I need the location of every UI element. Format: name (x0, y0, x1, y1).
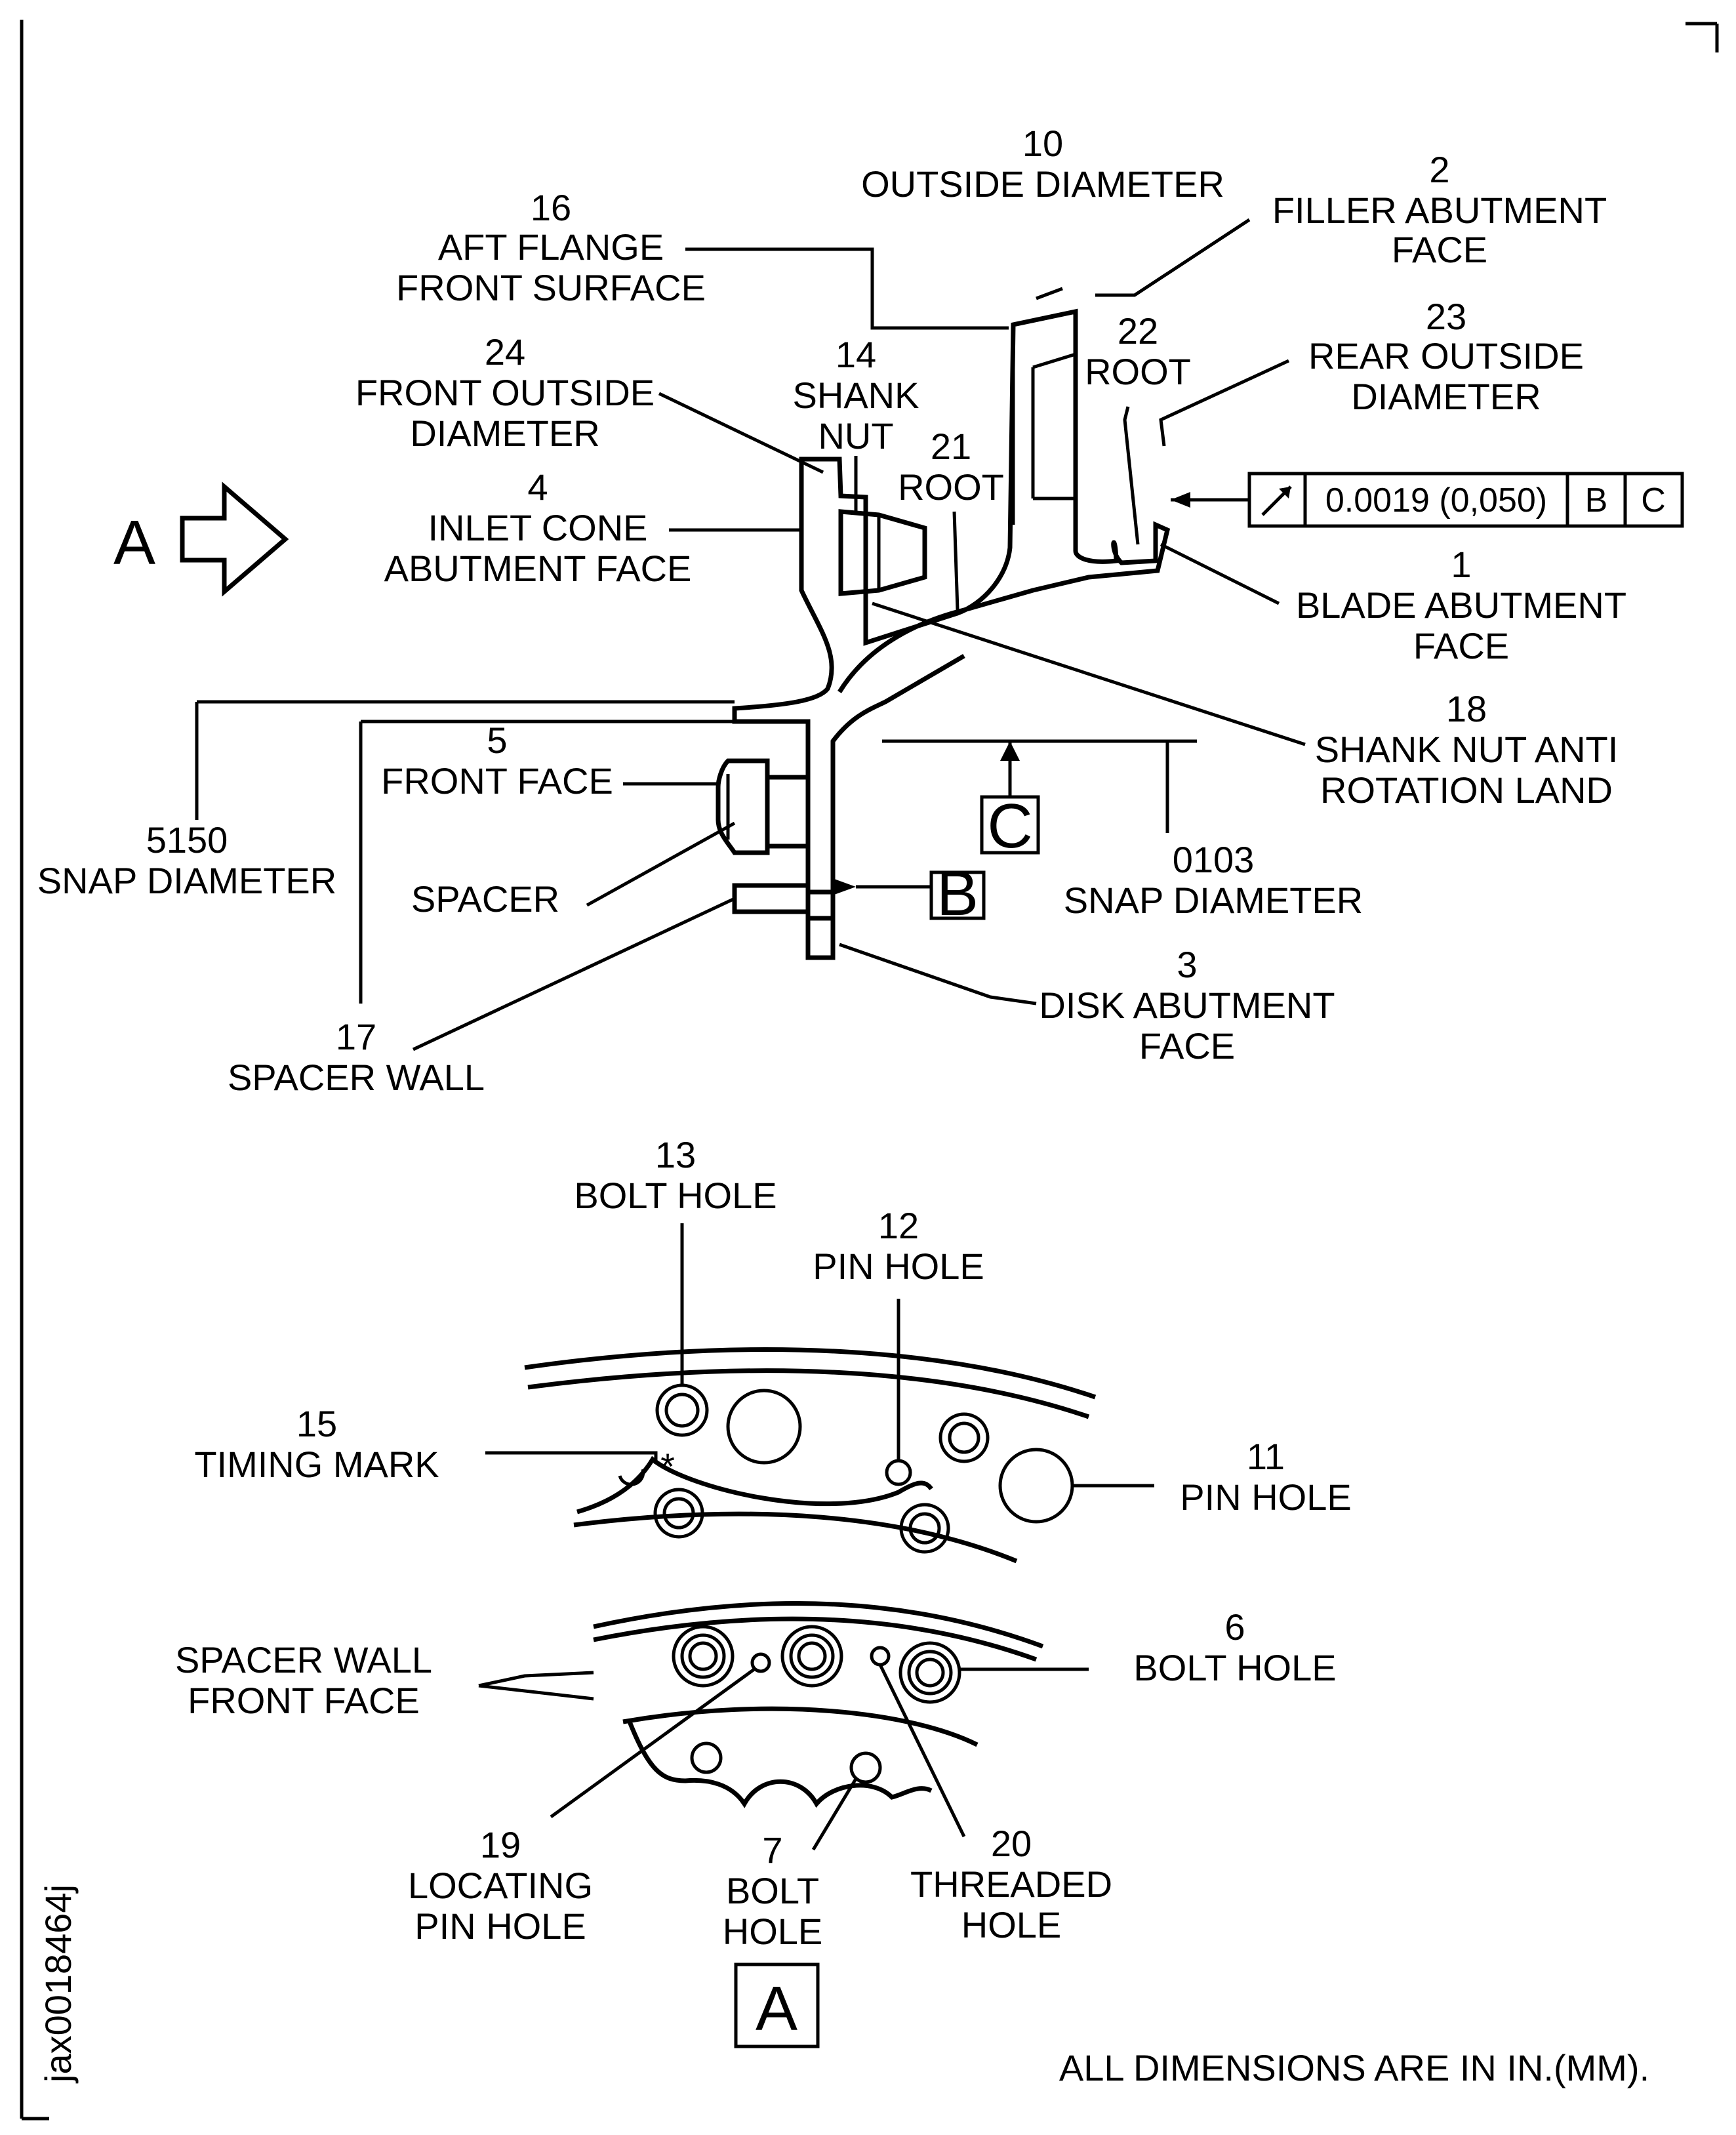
figure-id: jax0018464j (37, 1884, 79, 2084)
callout-19-text1: LOCATING (408, 1865, 593, 1906)
callout-14-text2: NUT (818, 415, 893, 457)
datum-b-letter: B (937, 859, 979, 929)
callout-22-num: 22 (1118, 310, 1158, 352)
tolerance-frame: 0.0019 (0,050) B C (1171, 472, 1684, 528)
callout-12-text: PIN HOLE (813, 1246, 984, 1287)
callout-16-num: 16 (531, 187, 571, 228)
callout-20-text1: THREADED (910, 1863, 1112, 1905)
tolerance-ref-b: B (1585, 481, 1608, 519)
callout-1-text2: FACE (1413, 625, 1509, 666)
callout-1-num: 1 (1451, 544, 1471, 585)
callout-17-num: 17 (336, 1016, 376, 1057)
datum-c: C (980, 741, 1040, 861)
callout-4-num: 4 (527, 466, 548, 508)
view-a: * (175, 1134, 1352, 2048)
disk-profile (732, 308, 1171, 960)
callout-6-num: 6 (1224, 1606, 1245, 1648)
callout-swff-text1: SPACER WALL (175, 1639, 432, 1680)
callout-14-num: 14 (836, 334, 876, 375)
callout-13-num: 13 (655, 1134, 696, 1175)
leaders (412, 218, 1306, 1051)
callout-17-text: SPACER WALL (228, 1057, 485, 1098)
callout-19-num: 19 (480, 1824, 521, 1865)
callout-18-text1: SHANK NUT ANTI (1315, 729, 1619, 770)
callout-24-text2: DIAMETER (410, 413, 599, 454)
view-direction-arrow (180, 481, 289, 597)
spacer-flange (765, 741, 836, 958)
callout-1-text1: BLADE ABUTMENT (1296, 584, 1626, 626)
callout-24-text1: FRONT OUTSIDE (355, 372, 655, 413)
callout-20-num: 20 (991, 1823, 1032, 1864)
callout-7-num: 7 (762, 1829, 782, 1871)
callout-5150-num: 5150 (146, 819, 228, 861)
callout-6-text: BOLT HOLE (1133, 1647, 1336, 1688)
view-a-letter: A (756, 1974, 797, 2044)
callout-5-text: FRONT FACE (381, 760, 613, 802)
callout-12-num: 12 (878, 1205, 919, 1246)
view-arrow-letter: A (113, 508, 155, 578)
callout-0103-num: 0103 (1173, 839, 1255, 880)
callout-10-text: OUTSIDE DIAMETER (861, 163, 1224, 205)
view-a-labels: 13 BOLT HOLE 12 PIN HOLE 15 TIMING MARK … (175, 1134, 1352, 1952)
callout-7-text2: HOLE (723, 1911, 823, 1952)
callout-3-text2: FACE (1139, 1025, 1235, 1067)
callout-18-num: 18 (1446, 688, 1487, 729)
callout-21-text: ROOT (898, 466, 1004, 508)
callout-swff-text2: FRONT FACE (188, 1680, 420, 1721)
callout-0103-text: SNAP DIAMETER (1064, 880, 1363, 921)
callout-14-text1: SHANK (793, 375, 919, 416)
blade-inner-edge (1011, 325, 1076, 525)
callout-22-text: ROOT (1085, 351, 1191, 392)
callout-4-text2: ABUTMENT FACE (384, 548, 692, 589)
callout-23-text1: REAR OUTSIDE (1308, 335, 1584, 376)
callout-15-text: TIMING MARK (194, 1444, 439, 1485)
callout-11-text: PIN HOLE (1180, 1476, 1351, 1518)
callout-16-text2: FRONT SURFACE (396, 267, 706, 308)
callout-5150-text: SNAP DIAMETER (37, 860, 336, 901)
snap-diameter-dims (195, 700, 1197, 1004)
callout-19-text2: PIN HOLE (414, 1905, 586, 1947)
callout-16-text1: AFT FLANGE (438, 226, 664, 268)
callout-18-text2: ROTATION LAND (1320, 769, 1613, 811)
upper-arc-segment: * (524, 1347, 1097, 1564)
sheet-border (20, 20, 1719, 2121)
callout-23-num: 23 (1426, 296, 1466, 337)
spacer-wall (732, 883, 811, 914)
tolerance-ref-c: C (1641, 481, 1666, 519)
callout-3-text1: DISK ABUTMENT (1039, 985, 1335, 1026)
callout-24-num: 24 (485, 331, 525, 373)
callout-10-num: 10 (1022, 123, 1063, 164)
callout-7-text1: BOLT (726, 1870, 819, 1911)
timing-mark-asterisk-icon: * (660, 1446, 675, 1487)
callout-20-text2: HOLE (961, 1904, 1062, 1945)
callout-5-num: 5 (487, 720, 507, 761)
runout-symbol (1261, 485, 1292, 516)
callout-4-text1: INLET CONE (428, 507, 647, 548)
callout-3-num: 3 (1177, 944, 1197, 985)
callout-21-num: 21 (931, 426, 971, 467)
callout-2-text2: FACE (1392, 229, 1487, 270)
callout-spacer-text: SPACER (411, 878, 559, 920)
view-a-identifier: A (734, 1962, 820, 2048)
section-view: A (37, 123, 1684, 1098)
callout-15-num: 15 (296, 1403, 337, 1444)
callout-11-num: 11 (1247, 1436, 1285, 1477)
tolerance-value: 0.0019 (0,050) (1325, 481, 1547, 519)
view-a-leaders (478, 1223, 1154, 1851)
datum-c-letter: C (987, 791, 1032, 861)
shank-nut (838, 509, 927, 596)
dimensions-footnote: ALL DIMENSIONS ARE IN IN.(MM). (1059, 2047, 1649, 2088)
callout-2-num: 2 (1429, 149, 1449, 190)
callout-23-text2: DIAMETER (1351, 376, 1541, 417)
callout-13-text: BOLT HOLE (574, 1175, 777, 1216)
datum-b: B (834, 859, 986, 929)
section-labels: 10 OUTSIDE DIAMETER 2 FILLER ABUTMENT FA… (37, 123, 1626, 1098)
spacer-body (716, 758, 770, 855)
lower-arc-segment (593, 1600, 1044, 1808)
callout-2-text1: FILLER ABUTMENT (1272, 190, 1607, 231)
